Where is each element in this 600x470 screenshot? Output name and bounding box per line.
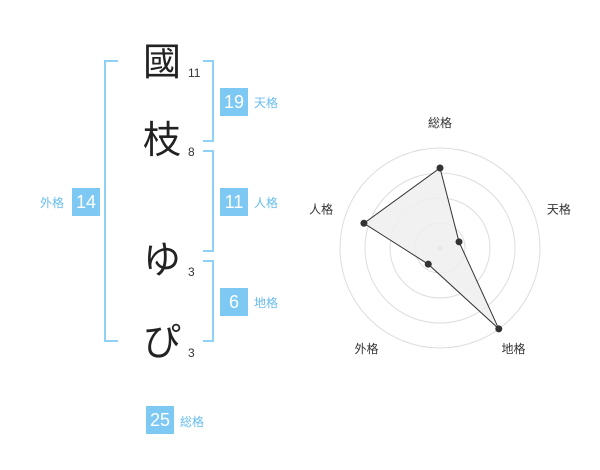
radar-axis-label-4: 外格 [354, 341, 378, 356]
radar-axis-label-5: 人格 [309, 201, 333, 216]
name-char-4: ぴ [142, 320, 181, 364]
radar-point-2 [455, 238, 463, 246]
tenkaku-label: 天格 [254, 96, 279, 110]
name-char-1: 國 [142, 40, 181, 84]
stroke-count-1: 11 [188, 66, 201, 80]
jinkaku-label: 人格 [254, 196, 279, 210]
radar-point-5 [360, 219, 368, 227]
radar-axis-label-1: 総格 [428, 115, 452, 130]
chikaku-label: 地格 [254, 296, 279, 310]
name-char-2: 枝 [142, 118, 181, 162]
name-char-3: ゆ [142, 238, 181, 282]
stroke-count-2: 8 [188, 145, 195, 159]
chikaku-bracket [203, 260, 214, 342]
radar-axis-label-2: 天格 [547, 201, 571, 216]
soukaku-value: 25 [146, 406, 174, 434]
jinkaku-value: 11 [220, 188, 248, 216]
radar-series-polygon [363, 167, 500, 330]
radar-axis-label-3: 地格 [501, 341, 525, 356]
radar-point-4 [424, 260, 432, 268]
jinkaku-bracket [203, 150, 214, 252]
gaikaku-bracket [104, 60, 118, 342]
gaikaku-label: 外格 [40, 196, 65, 210]
stroke-count-4: 3 [188, 346, 195, 360]
chikaku-value: 6 [220, 288, 248, 316]
gaikaku-value: 14 [72, 188, 100, 216]
soukaku-label: 総格 [180, 415, 205, 429]
radar-point-1 [436, 164, 444, 172]
radar-ring [339, 147, 541, 349]
tenkaku-value: 19 [220, 88, 248, 116]
stroke-count-3: 3 [188, 265, 195, 279]
radar-point-3 [495, 325, 503, 333]
tenkaku-bracket [203, 60, 214, 142]
